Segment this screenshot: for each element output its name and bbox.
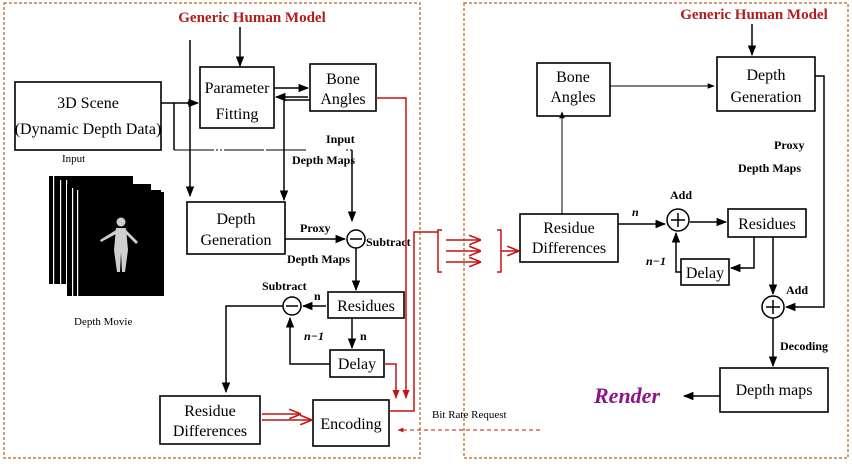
human-silhouette (100, 217, 138, 272)
encoding-box (312, 399, 390, 447)
encoder-residue-differences-label: Residue (184, 403, 236, 420)
encoder-title: Generic Human Model (178, 10, 325, 26)
scene-box (14, 81, 162, 151)
parameter-fitting-label: Parameter (205, 80, 271, 97)
encoder-panel (3, 2, 421, 459)
decoder-title: Generic Human Model (680, 7, 827, 23)
decoder-residue-differences-box (519, 213, 619, 263)
parameter-fitting-box (199, 66, 275, 129)
decoder-residues-box (727, 208, 807, 238)
add-label-1: Add (670, 188, 692, 202)
decoder-delay-label: Delay (686, 265, 724, 282)
decoder-depth-generation-label: Depth (746, 67, 785, 84)
encoder-depth-generation-label: Depth (216, 211, 255, 228)
decoder-residues-label: Residues (738, 216, 796, 233)
proxy-depth-maps-label: Proxy (300, 221, 330, 235)
render-label: Render (593, 383, 660, 408)
decoder-proxy-depth-maps-sublabel: Depth Maps (738, 161, 801, 175)
decoder-depth-maps-box (719, 367, 829, 413)
scene-label: 3D Scene (57, 95, 119, 112)
encoding-label: Encoding (320, 416, 381, 433)
encoder-bone-angles-label: Bone (326, 71, 360, 88)
decoder-bone-angles-box (536, 62, 611, 117)
encoder-residue-differences-sublabel: Differences (173, 423, 247, 440)
add-label-2: Add (786, 283, 808, 297)
subtract-label-1: Subtract (366, 235, 411, 249)
encoder-delay-label: Delay (338, 356, 376, 373)
encoder-depth-generation-box (186, 201, 286, 255)
parameter-fitting-sublabel: Fitting (216, 106, 259, 123)
decoding-label: Decoding (780, 339, 828, 353)
decoder-n-minus-1-label: n−1 (646, 254, 666, 268)
decoder-n-label: n (632, 205, 639, 219)
n-minus-1-label: n−1 (304, 329, 324, 343)
n-label-2: n (360, 329, 367, 343)
bit-rate-request-label: Bit Rate Request (432, 409, 507, 421)
decoder-depth-generation-sublabel: Generation (730, 89, 801, 106)
scene-sublabel: (Dynamic Depth Data) (15, 121, 162, 138)
decoder-bone-angles-sublabel: Angles (550, 89, 595, 106)
encoder-residue-differences-box (159, 395, 261, 445)
encoder-bone-angles-sublabel: Angles (320, 91, 365, 108)
depth-movie-frames (49, 176, 164, 296)
decoder-proxy-depth-maps-label: Proxy (774, 138, 804, 152)
bitstream-connector (437, 229, 518, 273)
depth-movie-label: Depth Movie (74, 316, 132, 328)
decoder-panel (463, 2, 849, 459)
decoder-residue-differences-sublabel: Differences (532, 240, 606, 257)
decoder-depth-maps-label: Depth maps (736, 382, 813, 399)
decoder-bone-angles-label: Bone (556, 69, 590, 86)
encoder-bone-angles-box (309, 63, 377, 112)
encoder-residues-box (327, 291, 405, 319)
proxy-depth-maps-sublabel: Depth Maps (287, 252, 350, 266)
decoder-residue-differences-label: Residue (543, 220, 595, 237)
encoder-depth-generation-sublabel: Generation (200, 232, 271, 249)
input-label: Input (62, 153, 85, 165)
decoder-depth-generation-box (716, 56, 816, 112)
n-label-1: n (314, 289, 321, 303)
decoder-delay-box (680, 258, 730, 286)
subtract-label-2: Subtract (262, 279, 307, 293)
input-depth-maps-label: Input (326, 132, 355, 146)
encoder-delay-box (329, 349, 385, 378)
input-depth-maps-sublabel: Depth Maps (292, 153, 355, 167)
encoder-residues-label: Residues (337, 298, 395, 315)
